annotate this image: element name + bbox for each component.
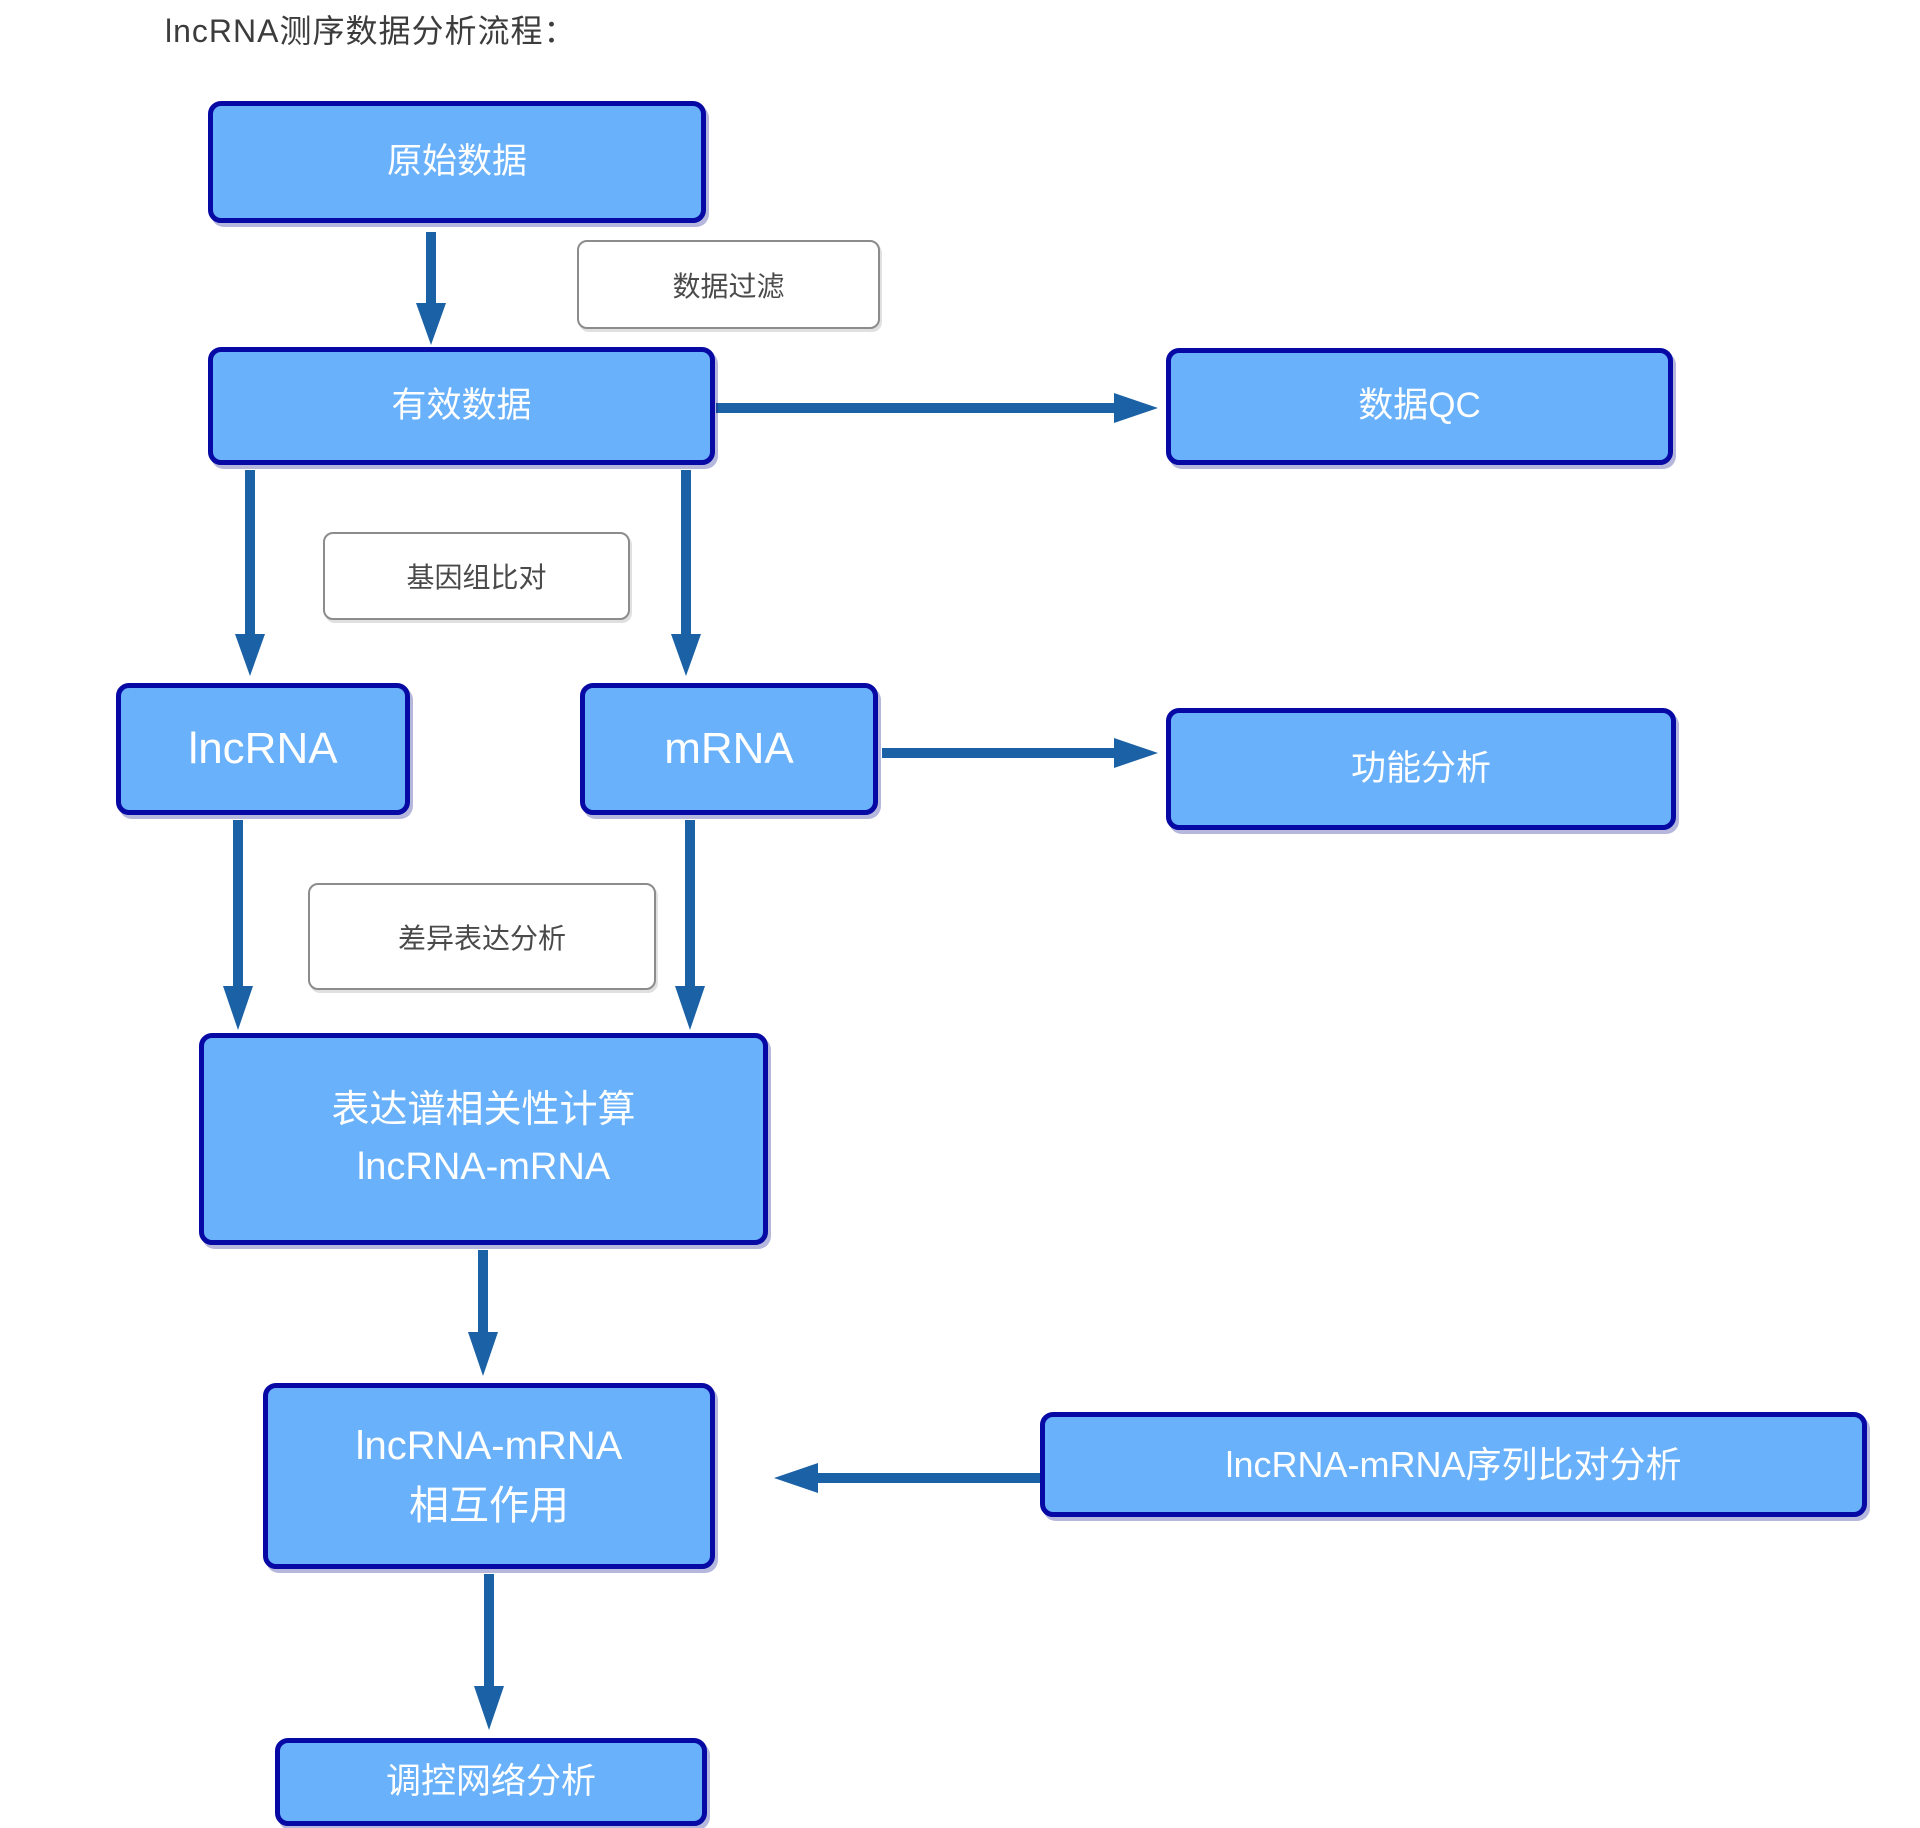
edge-label-differential-expression: 差异表达分析 xyxy=(308,883,656,990)
node-sequence-alignment-analysis: lncRNA-mRNA序列比对分析 xyxy=(1040,1412,1867,1517)
node-valid-data: 有效数据 xyxy=(208,347,715,465)
arrow-valid-to-mrna xyxy=(671,470,701,676)
diagram-title: lncRNA测序数据分析流程： xyxy=(165,13,577,49)
node-mrna: mRNA xyxy=(580,683,878,815)
node-lncrna-label: lncRNA xyxy=(188,724,338,773)
edge-label-differential-expression-text: 差异表达分析 xyxy=(397,922,566,954)
node-lncrna: lncRNA xyxy=(116,683,410,815)
node-sequence-alignment-analysis-label: lncRNA-mRNA序列比对分析 xyxy=(1225,1443,1682,1485)
edge-label-data-filter-text: 数据过滤 xyxy=(672,270,785,302)
node-mrna-label: mRNA xyxy=(664,724,794,773)
edge-label-data-filter: 数据过滤 xyxy=(577,240,880,329)
arrow-corr-to-inter xyxy=(468,1250,498,1376)
node-expression-correlation-line2: lncRNA-mRNA xyxy=(356,1146,611,1188)
node-regulatory-network-analysis-label: 调控网络分析 xyxy=(385,1761,596,1801)
edge-label-genome-alignment: 基因组比对 xyxy=(323,532,630,620)
arrow-raw-to-valid xyxy=(416,232,446,345)
node-expression-correlation-line1: 表达谱相关性计算 xyxy=(331,1089,636,1131)
arrow-mrna-to-corr xyxy=(675,820,705,1030)
node-raw-data-label: 原始数据 xyxy=(386,141,527,181)
node-raw-data: 原始数据 xyxy=(208,101,706,223)
node-data-qc: 数据QC xyxy=(1166,348,1673,465)
arrow-lncrna-to-corr xyxy=(223,820,253,1030)
arrow-mrna-to-func xyxy=(882,738,1158,768)
node-functional-analysis: 功能分析 xyxy=(1166,708,1676,830)
node-expression-correlation: 表达谱相关性计算 lncRNA-mRNA xyxy=(199,1033,768,1245)
node-lncrna-mrna-interaction-line2: 相互作用 xyxy=(409,1484,569,1528)
node-data-qc-label: 数据QC xyxy=(1358,386,1481,426)
node-valid-data-label: 有效数据 xyxy=(391,385,532,425)
arrow-valid-to-lncrna xyxy=(235,470,265,676)
node-functional-analysis-label: 功能分析 xyxy=(1350,748,1491,788)
node-regulatory-network-analysis: 调控网络分析 xyxy=(275,1738,707,1826)
node-lncrna-mrna-interaction-line1: lncRNA-mRNA xyxy=(355,1424,623,1468)
edge-label-genome-alignment-text: 基因组比对 xyxy=(406,562,547,593)
arrow-seq-to-inter xyxy=(774,1463,1040,1493)
arrow-inter-to-net xyxy=(474,1574,504,1730)
node-lncrna-mrna-interaction: lncRNA-mRNA 相互作用 xyxy=(263,1383,715,1569)
arrow-valid-to-qc xyxy=(716,393,1158,423)
